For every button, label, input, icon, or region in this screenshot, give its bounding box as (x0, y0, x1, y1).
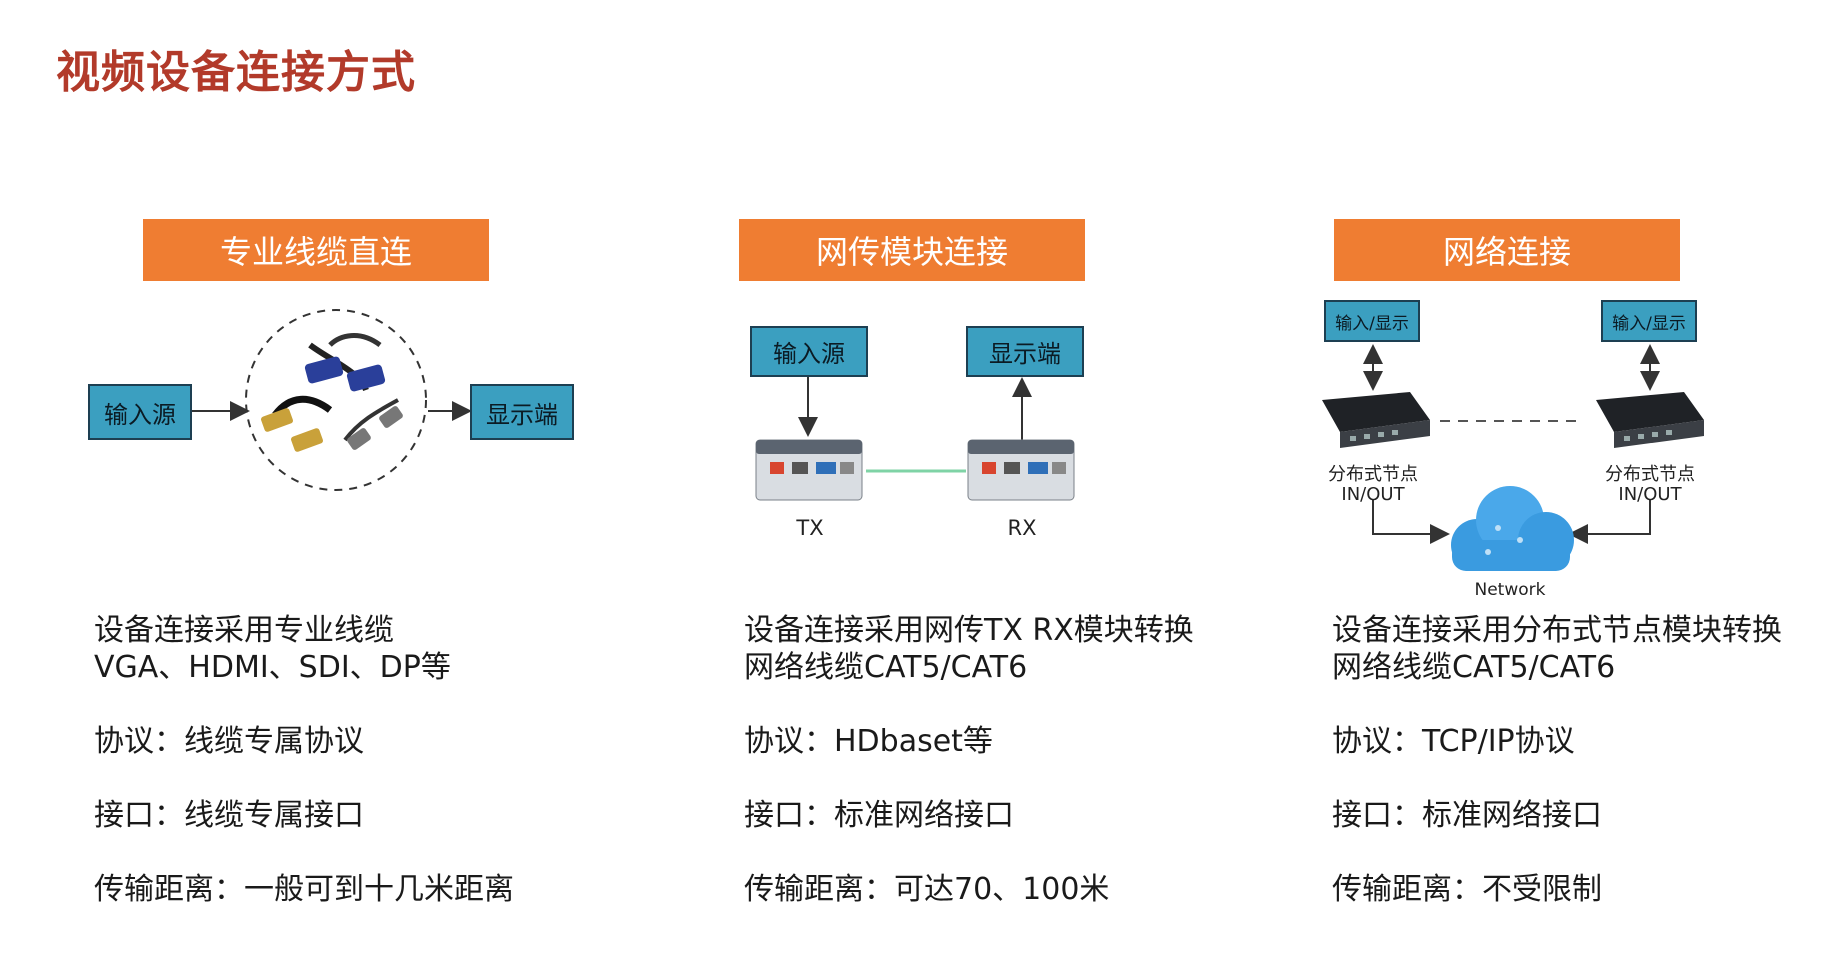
desc-protocol: 协议：TCP/IP协议 (1332, 724, 1575, 759)
io-box-left: 输入/显示 (1324, 300, 1420, 342)
cloud-icon (1451, 486, 1574, 571)
desc-distance: 传输距离：一般可到十几米距离 (94, 872, 514, 907)
desc-interface: 接口：线缆专属接口 (94, 798, 364, 833)
node-io-label-right: IN/OUT (1618, 484, 1682, 505)
network-label: Network (1474, 580, 1546, 600)
tx-label: TX (796, 516, 824, 540)
display-end-box: 显示端 (470, 384, 574, 440)
input-source-box: 输入源 (88, 384, 192, 440)
description-network-connection: 设备连接采用分布式节点模块转换 网络线缆CAT5/CAT6 协议：TCP/IP协… (1332, 612, 1782, 908)
desc-line-2: 网络线缆CAT5/CAT6 (1332, 650, 1616, 685)
desc-line-1: 设备连接采用分布式节点模块转换 (1332, 613, 1782, 648)
display-end-box: 显示端 (966, 326, 1084, 377)
network-arrow-left (1372, 500, 1450, 544)
extender-device-icon (755, 439, 863, 501)
desc-protocol: 协议：HDbaset等 (744, 724, 993, 759)
desc-protocol: 协议：线缆专属协议 (94, 724, 364, 759)
banner-network-module: 网传模块连接 (739, 219, 1085, 281)
desc-distance: 传输距离：不受限制 (1332, 872, 1602, 907)
cable-bundle-icon (245, 309, 427, 491)
desc-interface: 接口：标准网络接口 (744, 798, 1014, 833)
desc-line-1: 设备连接采用专业线缆 (94, 613, 394, 648)
network-arrow-right (1568, 500, 1651, 544)
node-device-icon (1322, 392, 1430, 448)
desc-line-2: VGA、HDMI、SDI、DP等 (94, 650, 451, 685)
input-source-box: 输入源 (750, 326, 868, 377)
banner-direct-cable: 专业线缆直连 (143, 219, 489, 281)
desc-line-2: 网络线缆CAT5/CAT6 (744, 650, 1028, 685)
description-network-module: 设备连接采用网传TX RX模块转换 网络线缆CAT5/CAT6 协议：HDbas… (744, 612, 1194, 908)
desc-line-1: 设备连接采用网传TX RX模块转换 (744, 613, 1194, 648)
rx-label: RX (1007, 516, 1037, 540)
page-title: 视频设备连接方式 (56, 47, 416, 98)
node-device-icon (1596, 392, 1704, 448)
description-direct-cable: 设备连接采用专业线缆 VGA、HDMI、SDI、DP等 协议：线缆专属协议 接口… (94, 612, 514, 908)
node-label-left: 分布式节点 (1328, 464, 1418, 485)
node-io-label-left: IN/OUT (1341, 484, 1405, 505)
io-box-right: 输入/显示 (1601, 300, 1697, 342)
desc-interface: 接口：标准网络接口 (1332, 798, 1602, 833)
desc-distance: 传输距离：可达70、100米 (744, 872, 1110, 907)
node-label-right: 分布式节点 (1605, 464, 1695, 485)
banner-network-connection: 网络连接 (1334, 219, 1680, 281)
extender-device-icon (967, 439, 1075, 501)
